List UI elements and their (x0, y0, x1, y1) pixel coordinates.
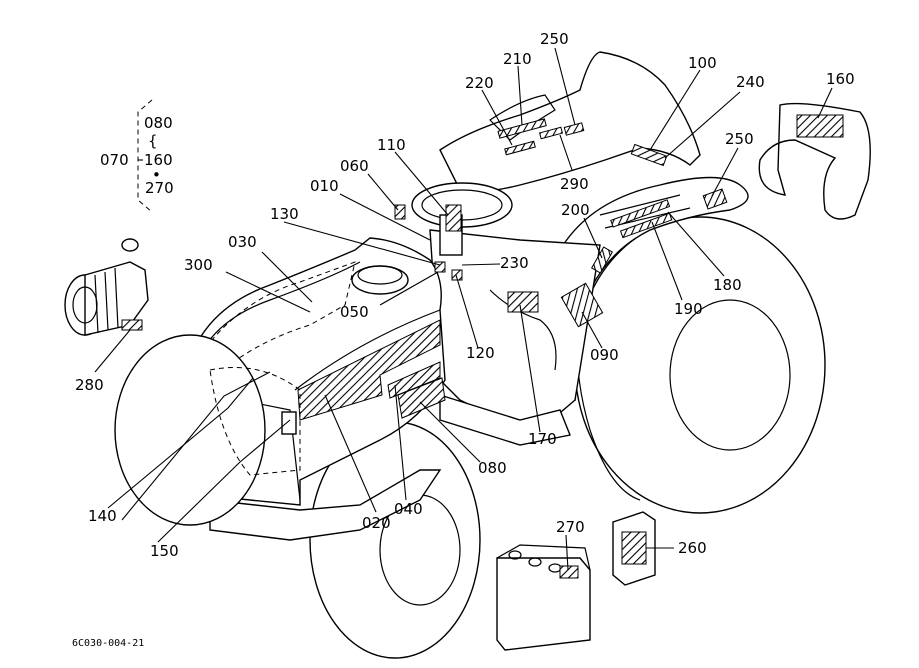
callout-050: 050 (340, 303, 369, 321)
front-axle (114, 334, 442, 541)
callout-230: 230 (500, 254, 529, 272)
callout-020: 020 (362, 514, 391, 532)
rops-frame (439, 51, 701, 193)
callout-030: 030 (228, 233, 257, 251)
group-key-dot: • (152, 166, 161, 184)
air-cleaner (64, 238, 149, 336)
callout-250-top: 250 (540, 30, 569, 48)
leader-lines (94, 47, 833, 571)
callout-130: 130 (270, 205, 299, 223)
callout-200: 200 (561, 201, 590, 219)
decals (394, 118, 728, 328)
label-box (612, 511, 656, 586)
group-key-label: 070 (100, 151, 129, 169)
battery (496, 544, 591, 651)
group-key: 070 080 { 160 • 270 (100, 99, 174, 213)
callout-120: 120 (466, 344, 495, 362)
callout-220: 220 (465, 74, 494, 92)
callout-180: 180 (713, 276, 742, 294)
callout-100: 100 (688, 54, 717, 72)
callout-170: 170 (528, 430, 557, 448)
callout-240: 240 (736, 73, 765, 91)
rear-wheel (574, 216, 826, 514)
callout-250-fender: 250 (725, 130, 754, 148)
group-key-brace: { (148, 132, 158, 150)
callout-300: 300 (184, 256, 213, 274)
group-key-item-270: 270 (145, 179, 174, 197)
callout-labels: 250 210 220 100 240 160 250 110 060 010 … (75, 30, 855, 560)
callout-140: 140 (88, 507, 117, 525)
drawing-code: 6C030-004-21 (72, 638, 144, 649)
steering-wheel (411, 182, 513, 256)
callout-210: 210 (503, 50, 532, 68)
group-key-item-160: 160 (144, 151, 173, 169)
callout-260: 260 (678, 539, 707, 557)
callout-190: 190 (674, 300, 703, 318)
tractor-body (429, 229, 601, 446)
group-key-item-080: 080 (144, 114, 173, 132)
callout-160-seat: 160 (826, 70, 855, 88)
callout-080-front: 080 (478, 459, 507, 477)
callout-270-battery: 270 (556, 518, 585, 536)
callout-150: 150 (150, 542, 179, 560)
callout-110: 110 (377, 136, 406, 154)
callout-280: 280 (75, 376, 104, 394)
callout-060: 060 (340, 157, 369, 175)
callout-040: 040 (394, 500, 423, 518)
callout-010: 010 (310, 177, 339, 195)
callout-290: 290 (560, 175, 589, 193)
callout-090: 090 (590, 346, 619, 364)
seat (758, 102, 871, 220)
